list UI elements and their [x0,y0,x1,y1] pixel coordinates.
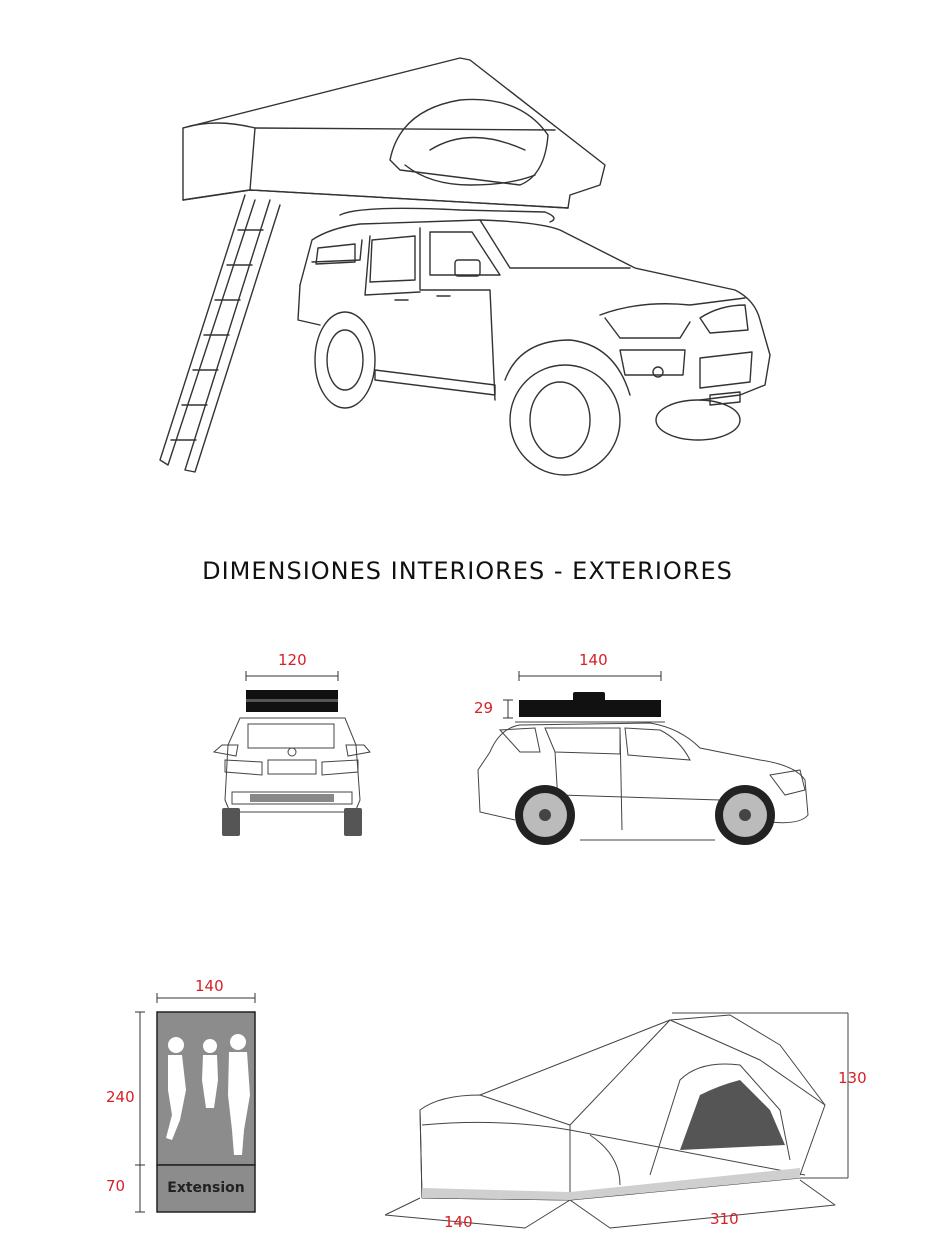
sleeping-people [166,1034,250,1155]
side-length-label: 140 [579,651,608,669]
section-heading: DIMENSIONES INTERIORES - EXTERIORES [202,557,733,585]
side-front-wheel [715,785,775,845]
closed-height-label: 29 [474,699,494,717]
tent-width-label: 140 [444,1213,473,1231]
tent-length-label: 310 [710,1210,739,1228]
rear-width-label: 120 [278,651,307,669]
extension-label: Extension [167,1180,245,1196]
suv-rooftop-tent-illustration [159,57,771,476]
side-tent-box [519,700,661,717]
extension-panel [156,1164,256,1213]
tent-mesh-window [680,1080,785,1150]
extension-length-label: 70 [106,1177,126,1195]
floor-length-label: 240 [106,1088,135,1106]
side-rear-wheel [515,785,575,845]
floor-width-label: 140 [195,977,224,995]
tent-height-label: 130 [838,1069,867,1087]
